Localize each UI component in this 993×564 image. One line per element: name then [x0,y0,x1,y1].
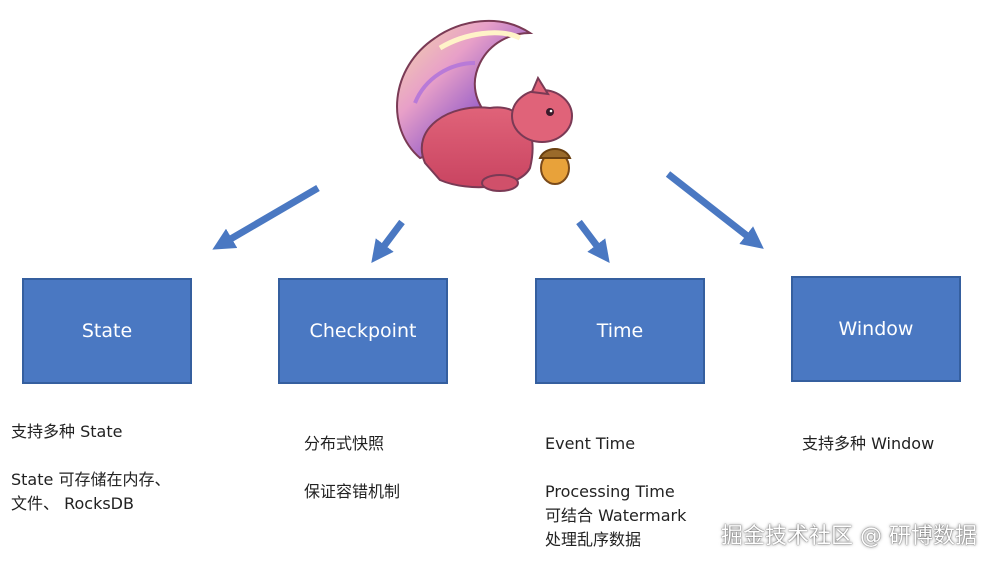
window-box: Window [791,276,961,382]
checkpoint-desc-line-2: 保证容错机制 [304,482,401,501]
window-desc-line-1: 支持多种 Window [802,434,935,453]
state-desc-line-2: State 可存储在内存、 [11,470,171,489]
flink-squirrel-logo-icon [396,19,573,192]
window-description: 支持多种 Window [802,432,934,456]
time-box-label: Time [596,320,644,342]
arrow-to-time [576,219,610,263]
arrow-to-checkpoint [371,219,405,263]
checkpoint-box-label: Checkpoint [309,320,417,342]
time-description: Event Time Processing Time 可结合 Watermark… [545,432,686,552]
time-desc-line-2: Processing Time [545,482,675,501]
spacer [545,456,686,480]
state-desc-line-3: 文件、 RocksDB [11,494,134,513]
arrow-to-window [665,171,764,249]
arrow-to-state [212,184,320,250]
spacer [11,444,170,468]
checkpoint-desc-line-1: 分布式快照 [304,434,385,453]
time-desc-line-4: 处理乱序数据 [545,530,642,549]
time-desc-line-3: 可结合 Watermark [545,506,687,525]
checkpoint-description: 分布式快照 保证容错机制 [304,432,400,504]
spacer [304,456,400,480]
time-desc-line-1: Event Time [545,434,636,453]
state-description: 支持多种 State State 可存储在内存、 文件、 RocksDB [11,420,170,516]
checkpoint-box: Checkpoint [278,278,448,384]
time-box: Time [535,278,705,384]
window-box-label: Window [838,318,914,340]
state-desc-line-1: 支持多种 State [11,422,123,441]
state-box-label: State [81,320,133,342]
state-box: State [22,278,192,384]
watermark-text: 掘金技术社区 @ 研博数据 [721,524,977,549]
